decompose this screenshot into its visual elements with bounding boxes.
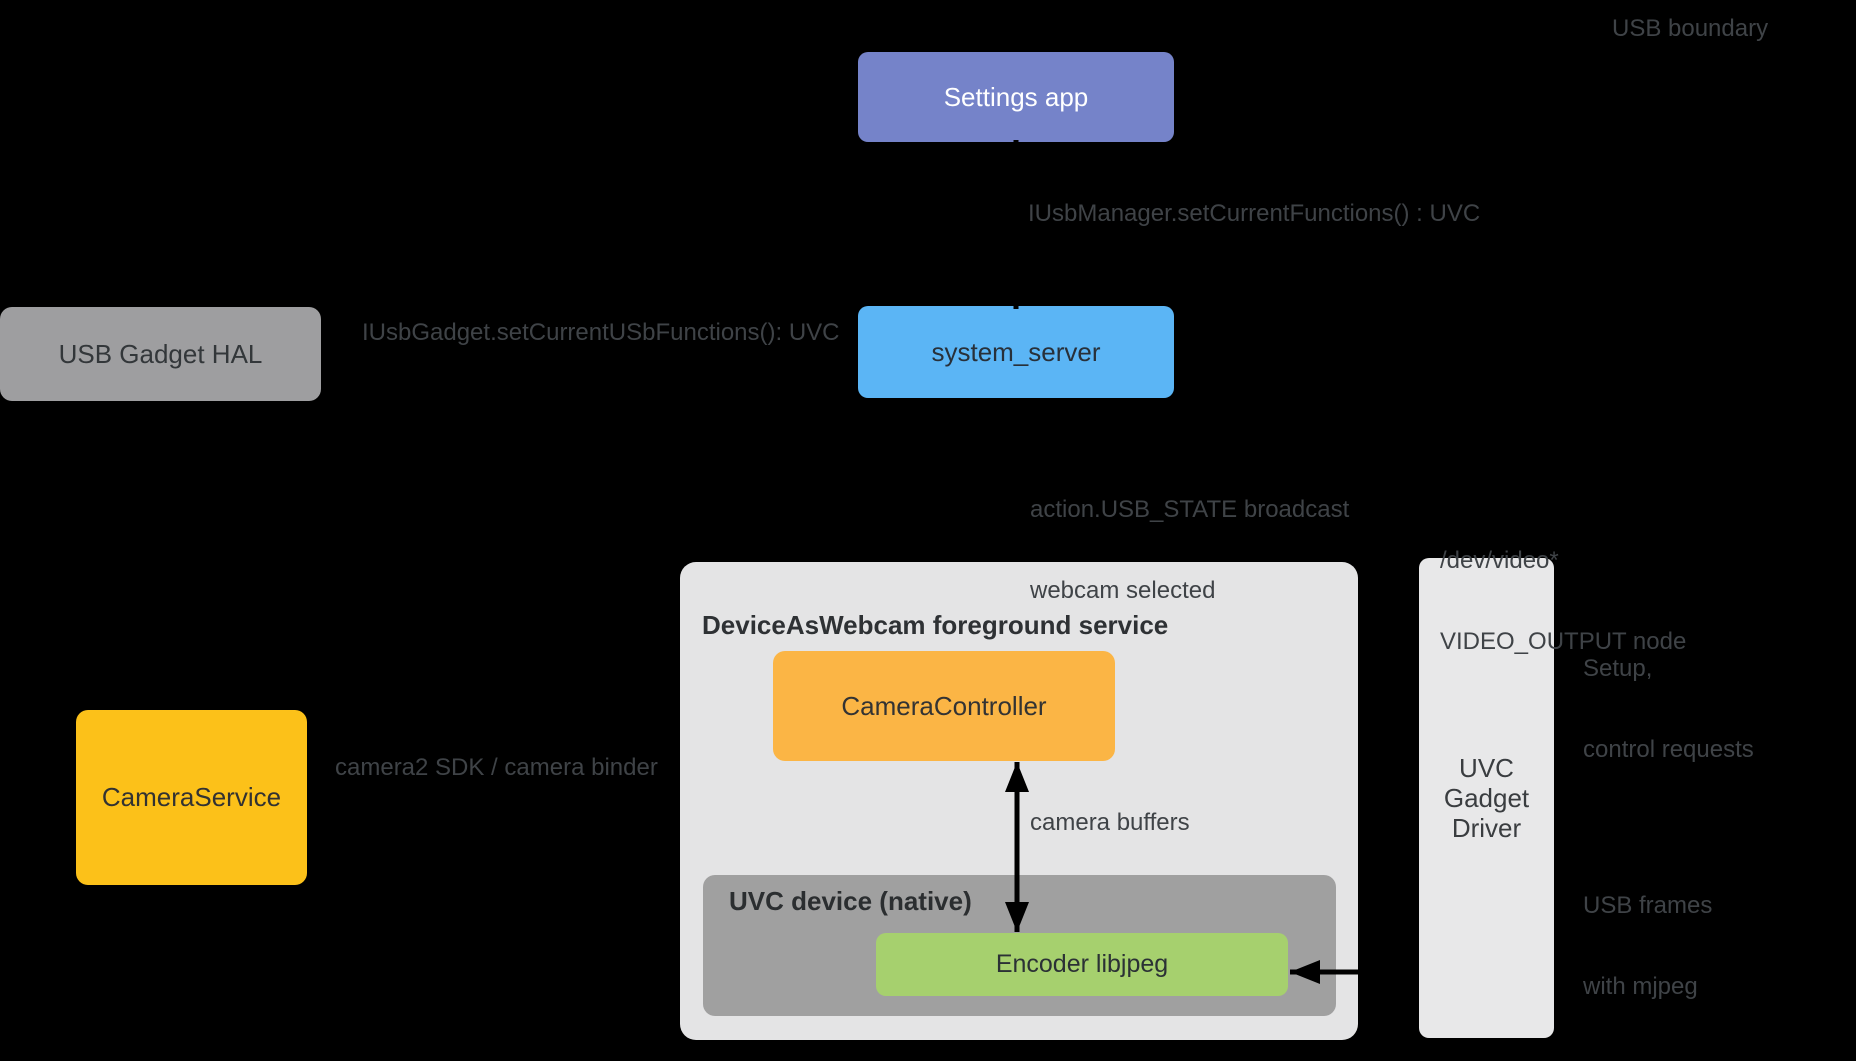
label-iusbmanager-call: IUsbManager.setCurrentFunctions() : UVC xyxy=(1028,200,1481,227)
label-camera2-sdk-binder: camera2 SDK / camera binder xyxy=(335,754,658,781)
node-system-server: system_server xyxy=(858,306,1174,398)
label-setup-control-requests: Setup, control requests xyxy=(1583,601,1754,817)
settings-app-label: Settings app xyxy=(943,81,1089,112)
node-camera-controller: CameraController xyxy=(773,651,1115,761)
node-device-as-webcam-service: DeviceAsWebcam foreground service Camera… xyxy=(680,562,1358,1040)
node-uvc-device-native: UVC device (native) Encoder libjpeg xyxy=(703,875,1336,1016)
camera-service-label: CameraService xyxy=(101,782,282,812)
label-usb-state-line1: action.USB_STATE broadcast xyxy=(1030,496,1350,523)
label-setup-line2: control requests xyxy=(1583,736,1754,763)
label-usb-state-line2: webcam selected xyxy=(1030,577,1216,604)
device-as-webcam-service-title: DeviceAsWebcam foreground service xyxy=(702,610,1169,640)
label-camera-buffers: camera buffers xyxy=(1030,809,1190,836)
node-encoder-libjpeg: Encoder libjpeg xyxy=(876,933,1288,996)
camera-controller-label: CameraController xyxy=(841,690,1047,721)
label-dev-video-line2: VIDEO_OUTPUT node xyxy=(1440,628,1687,655)
encoder-libjpeg-label: Encoder libjpeg xyxy=(995,950,1169,978)
system-server-label: system_server xyxy=(931,336,1101,367)
label-dev-video-line1: /dev/video* xyxy=(1440,547,1559,574)
label-usb-frames-line2: with mjpeg xyxy=(1583,973,1698,1000)
usb-gadget-hal-label: USB Gadget HAL xyxy=(58,338,263,369)
label-dev-video-node: /dev/video* VIDEO_OUTPUT node xyxy=(1440,493,1686,709)
uvc-gadget-driver-line1: UVC xyxy=(1459,753,1514,783)
label-usb-state-broadcast: action.USB_STATE broadcast webcam select… xyxy=(1030,442,1349,658)
label-usb-boundary: USB boundary xyxy=(1612,15,1769,42)
label-iusbgadget-call: IUsbGadget.setCurrentUSbFunctions(): UVC xyxy=(362,319,840,346)
node-settings-app: Settings app xyxy=(858,52,1174,142)
uvc-gadget-driver-line2: Gadget xyxy=(1443,783,1530,813)
node-camera-service: CameraService xyxy=(76,710,307,885)
node-uvc-gadget-driver: UVC Gadget Driver xyxy=(1419,558,1554,1038)
label-usb-frames-mjpeg: USB frames with mjpeg xyxy=(1583,838,1712,1054)
label-setup-line1: Setup, xyxy=(1583,655,1653,682)
label-usb-frames-line1: USB frames xyxy=(1583,892,1713,919)
uvc-gadget-driver-line3: Driver xyxy=(1451,813,1522,843)
node-usb-gadget-hal: USB Gadget HAL xyxy=(0,307,321,401)
uvc-device-native-title: UVC device (native) xyxy=(729,886,972,916)
